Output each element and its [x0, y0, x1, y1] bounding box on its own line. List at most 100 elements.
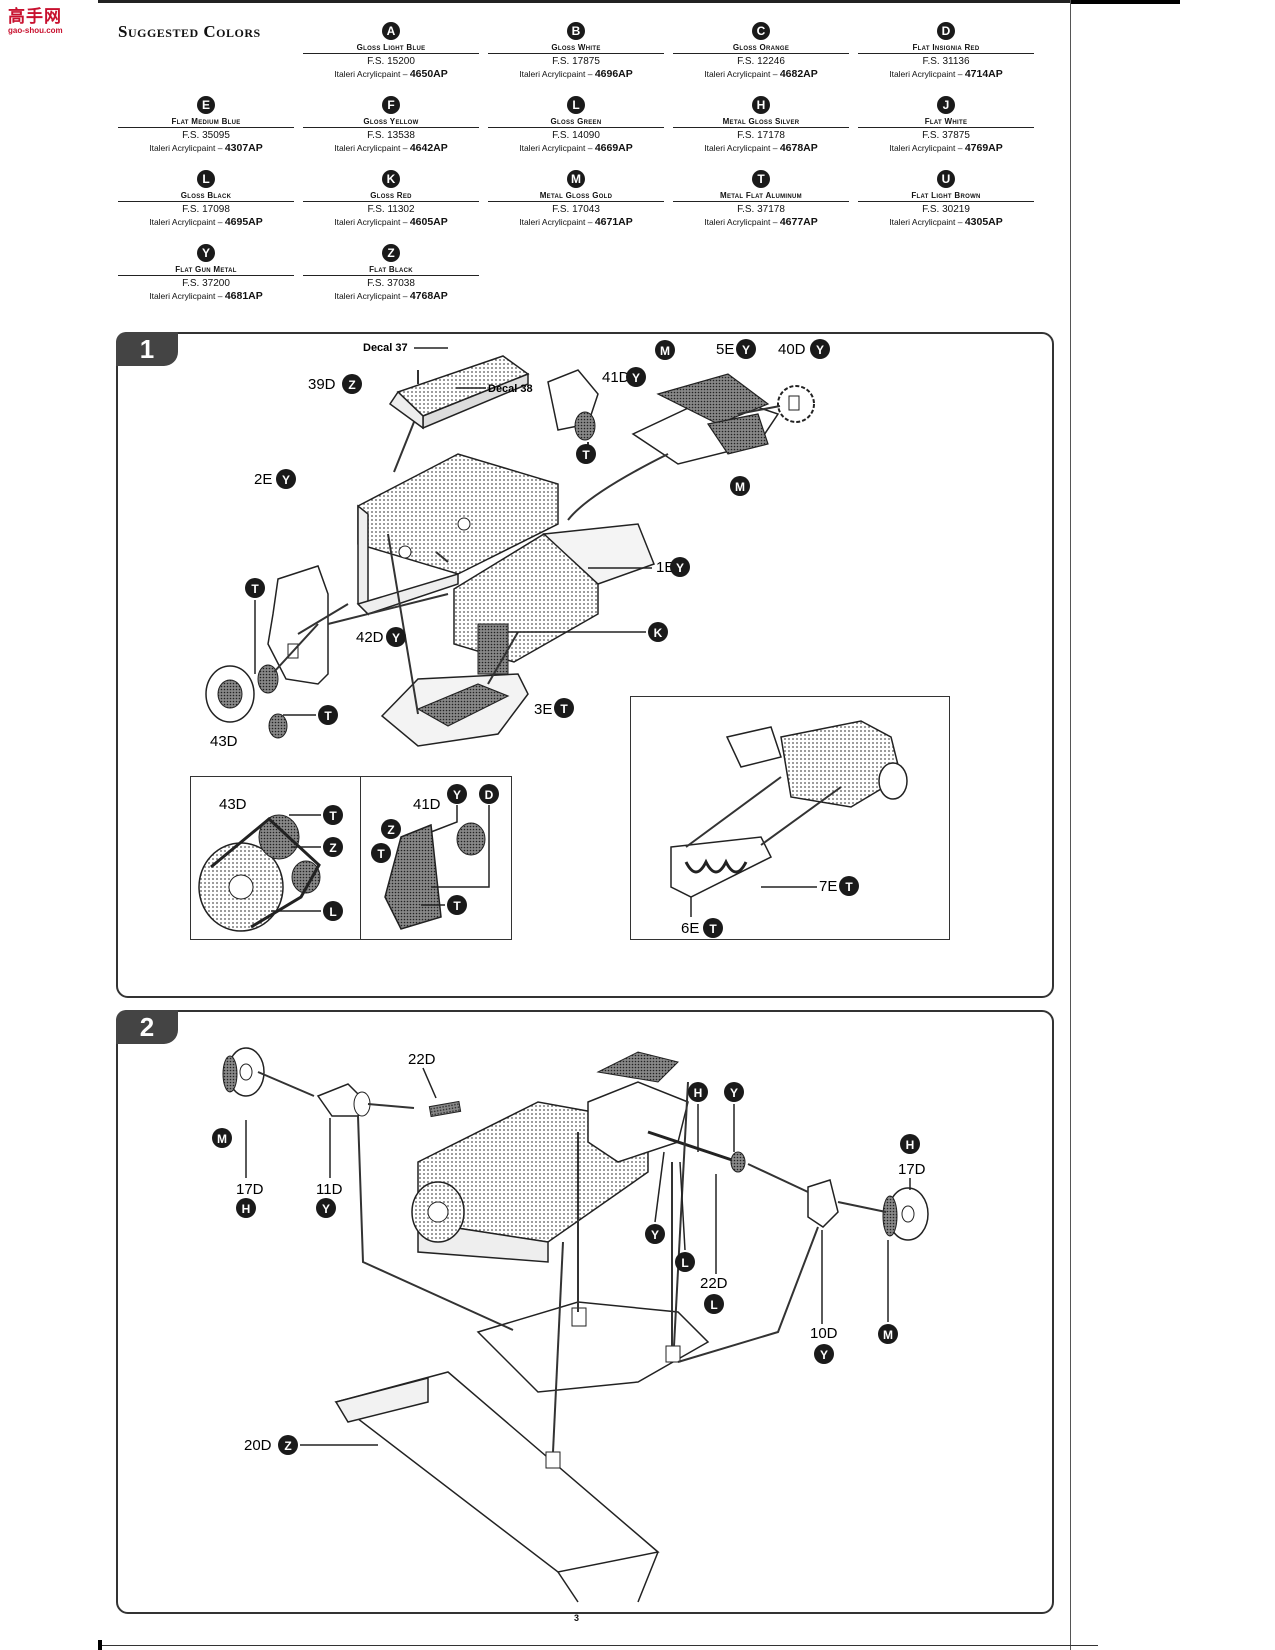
color-swatch-entry: K Gloss Red F.S. 11302 Italeri Acrylicpa… [303, 170, 479, 228]
color-name: Gloss Orange [673, 43, 849, 54]
color-code-t: T [377, 847, 385, 861]
color-swatch-entry: L Gloss Black F.S. 17098 Italeri Acrylic… [118, 170, 294, 228]
color-code-y: Y [651, 1228, 659, 1242]
color-code-m: M [217, 1132, 227, 1146]
color-letter-badge: B [567, 22, 585, 40]
color-name: Gloss Green [488, 117, 664, 128]
engine-block-half-1e [453, 523, 655, 675]
color-paint-code: Italeri Acrylicpaint – 4307AP [149, 142, 263, 154]
color-paint-code: Italeri Acrylicpaint – 4650AP [334, 68, 448, 80]
step-number-badge: 1 [116, 332, 178, 366]
color-code-t: T [709, 922, 717, 936]
gearbox-assembly [587, 1051, 689, 1163]
color-code-y: Y [730, 1086, 738, 1100]
color-name: Flat Light Brown [858, 191, 1034, 202]
color-code-z: Z [387, 823, 394, 837]
color-name: Gloss White [488, 43, 664, 54]
color-code-t: T [251, 582, 259, 596]
color-fs-code: F.S. 11302 [367, 204, 415, 215]
driveshaft-22d-right-part [647, 1130, 746, 1173]
inset-part-label: 43D [219, 796, 247, 813]
inset-pulley-detail: 41D Y D Z T T [360, 776, 512, 940]
color-code-y: Y [816, 343, 824, 357]
color-letter-badge: C [752, 22, 770, 40]
color-code-h: H [906, 1138, 915, 1152]
color-paint-code: Italeri Acrylicpaint – 4696AP [519, 68, 633, 80]
pulley-41d-part [547, 369, 599, 441]
color-letter-badge: J [937, 96, 955, 114]
engine-block-half-2e [356, 453, 559, 616]
part-label-22d: 22D [700, 1275, 728, 1292]
color-paint-code: Italeri Acrylicpaint – 4695AP [149, 216, 263, 228]
color-paint-code: Italeri Acrylicpaint – 4768AP [334, 290, 448, 302]
color-paint-code: Italeri Acrylicpaint – 4681AP [149, 290, 263, 302]
decal-38-label: Decal 38 [488, 383, 533, 395]
color-fs-code: F.S. 30219 [922, 204, 970, 215]
color-paint-code: Italeri Acrylicpaint – 4682AP [704, 68, 818, 80]
part-label-20d: 20D [244, 1437, 272, 1454]
color-code-l: L [681, 1256, 688, 1270]
logo-url: gao-shou.com [8, 26, 63, 35]
part-label-39d: 39D [308, 376, 336, 393]
color-code-y: Y [392, 631, 400, 645]
color-letter-badge: L [567, 96, 585, 114]
color-code-h: H [694, 1086, 703, 1100]
part-label-42d: 42D [356, 629, 384, 646]
color-letter-badge: M [567, 170, 585, 188]
part-label-22d: 22D [408, 1051, 436, 1068]
color-fs-code: F.S. 15200 [367, 56, 415, 67]
color-name: Flat Medium Blue [118, 117, 294, 128]
color-name: Flat Gun Metal [118, 265, 294, 276]
color-fs-code: F.S. 35095 [182, 130, 230, 141]
color-swatch-entry: Z Flat Black F.S. 37038 Italeri Acrylicp… [303, 244, 479, 302]
part-label-40d: 40D [778, 341, 806, 358]
color-letter-badge: T [752, 170, 770, 188]
color-name: Gloss Black [118, 191, 294, 202]
site-logo: 高手网 gao-shou.com [8, 8, 70, 42]
color-code-k: K [654, 626, 663, 640]
gear-40d-part [777, 385, 815, 423]
suggested-colors-title: Suggested Colors [118, 22, 261, 41]
color-code-d: D [485, 788, 494, 802]
color-code-y: Y [282, 473, 290, 487]
color-paint-code: Italeri Acrylicpaint – 4769AP [889, 142, 1003, 154]
upright-11d-part [316, 1083, 371, 1117]
color-code-m: M [735, 480, 745, 494]
part-label-5e: 5E [716, 341, 734, 358]
oil-pan-3e-part [380, 673, 529, 747]
pulley-detail-drawing: 41D Y D Z T T [371, 784, 499, 930]
exhaust-manifold-drawing: 7E T 6E T [670, 720, 908, 938]
color-fs-code: F.S. 17178 [737, 130, 785, 141]
color-letter-badge: U [937, 170, 955, 188]
color-paint-code: Italeri Acrylicpaint – 4305AP [889, 216, 1003, 228]
color-letter-badge: K [382, 170, 400, 188]
chassis-20d-part [334, 1301, 710, 1603]
part-label-41d: 41D [602, 369, 630, 386]
color-code-m: M [883, 1328, 893, 1342]
step-2-diagram: M 17D H 11D Y 22D H Y Y L 22D L 10D Y H … [212, 1047, 929, 1603]
color-code-l: L [329, 905, 336, 919]
color-fs-code: F.S. 37875 [922, 130, 970, 141]
color-fs-code: F.S. 12246 [737, 56, 785, 67]
inset-belt-detail: 43D T Z L [190, 776, 362, 940]
part-label-1e: 1E [656, 559, 674, 576]
color-fs-code: F.S. 14090 [552, 130, 600, 141]
color-swatch-entry: T Metal Flat Aluminum F.S. 37178 Italeri… [673, 170, 849, 228]
part-label-2e: 2E [254, 471, 272, 488]
part-label-10d: 10D [810, 1325, 838, 1342]
color-code-t: T [582, 448, 590, 462]
color-code-z: Z [348, 378, 355, 392]
color-code-y: Y [820, 1348, 828, 1362]
color-code-t: T [453, 899, 461, 913]
part-label-17d: 17D [236, 1181, 264, 1198]
part-label-11d: 11D [316, 1181, 343, 1198]
color-swatch-entry: Y Flat Gun Metal F.S. 37200 Italeri Acry… [118, 244, 294, 302]
upright-10d-part [807, 1179, 839, 1228]
color-paint-code: Italeri Acrylicpaint – 4714AP [889, 68, 1003, 80]
color-code-y: Y [453, 788, 461, 802]
gearbox-mount-part [631, 373, 780, 465]
color-paint-code: Italeri Acrylicpaint – 4671AP [519, 216, 633, 228]
color-name: Flat Insignia Red [858, 43, 1034, 54]
color-swatch-entry: C Gloss Orange F.S. 12246 Italeri Acryli… [673, 22, 849, 80]
color-name: Metal Gloss Gold [488, 191, 664, 202]
